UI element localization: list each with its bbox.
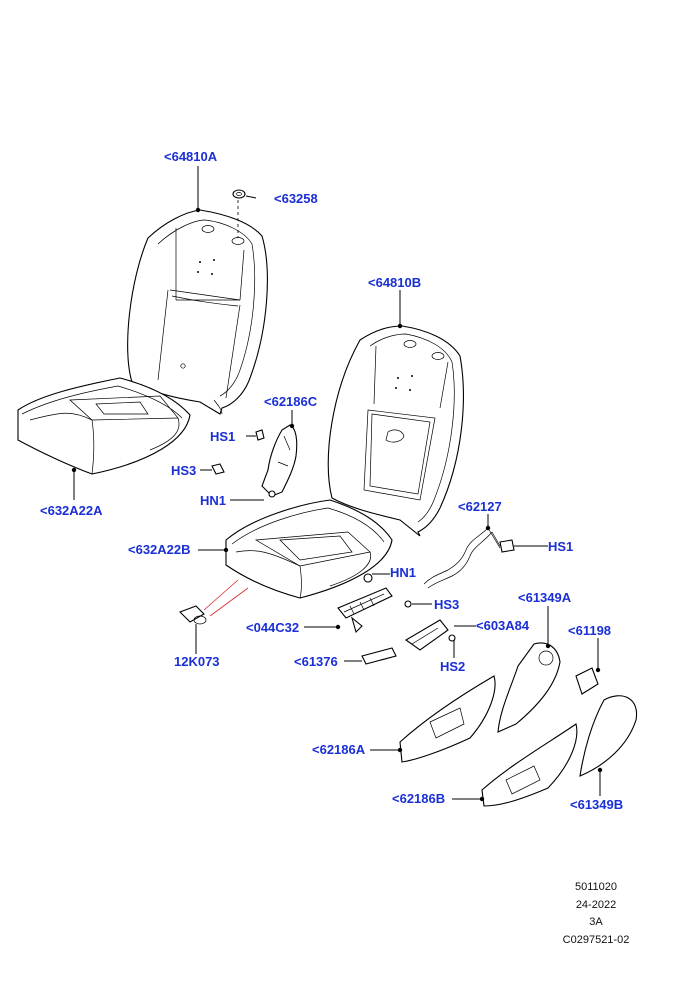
leader-lines (73, 166, 601, 800)
knob-61198 (575, 667, 599, 695)
lever-61376 (361, 647, 397, 665)
switch-bracket-603a84 (404, 619, 456, 651)
trim-panel-61349a (497, 642, 561, 733)
callout-hs3-upper[interactable]: HS3 (171, 463, 197, 478)
wire-harness-62127 (423, 527, 515, 589)
callout-62127[interactable]: <62127 (458, 499, 502, 514)
fastener-hs3-upper (200, 463, 225, 475)
grommet-63258 (232, 189, 246, 238)
callout-61376[interactable]: <61376 (294, 654, 338, 669)
callout-hs3-lower[interactable]: HS3 (434, 597, 460, 612)
footer-code-1: 5011020 (574, 881, 617, 893)
callout-61349b[interactable]: <61349B (570, 797, 624, 812)
seat-track-044c32 (337, 573, 412, 634)
footer-code-2: 24-2022 (575, 899, 617, 911)
trim-panel-61349b (579, 695, 638, 777)
footer-code-3: 3A (589, 916, 603, 928)
callout-hs1-right[interactable]: HS1 (548, 539, 574, 554)
callout-12k073[interactable]: 12K073 (174, 654, 220, 669)
leader-dots (71, 207, 603, 802)
seat-cushion-632a22a (17, 377, 191, 475)
callout-hn1-lower[interactable]: HN1 (390, 565, 417, 580)
footer-code-4: C0297521-02 (562, 934, 630, 946)
callout-61349a[interactable]: <61349A (518, 590, 572, 605)
callout-hs1-upper[interactable]: HS1 (210, 429, 236, 444)
callout-044c32[interactable]: <044C32 (246, 620, 300, 635)
callout-62186c[interactable]: <62186C (264, 394, 318, 409)
seat-back-64810b (327, 325, 464, 537)
callout-632a22a[interactable]: <632A22A (40, 503, 103, 518)
callout-632a22b[interactable]: <632A22B (128, 542, 191, 557)
callout-62186a[interactable]: <62186A (312, 742, 366, 757)
seat-back-64810a (127, 209, 268, 415)
sensor-12k073 (179, 605, 207, 625)
callout-hs2[interactable]: HS2 (440, 659, 466, 674)
callout-62186b[interactable]: <62186B (392, 791, 446, 806)
callout-603a84[interactable]: <603A84 (476, 618, 530, 633)
callout-64810a[interactable]: <64810A (164, 149, 218, 164)
side-cover-62186b (481, 723, 578, 807)
fastener-hs1-upper (246, 429, 265, 441)
seat-cushion-632a22b (225, 499, 393, 599)
side-cover-62186a (399, 675, 496, 763)
callout-64810b[interactable]: <64810B (368, 275, 422, 290)
callout-63258[interactable]: <63258 (274, 191, 318, 206)
bracket-62186c (261, 424, 298, 498)
callout-hn1-upper[interactable]: HN1 (200, 493, 227, 508)
callout-61198[interactable]: <61198 (568, 623, 612, 638)
